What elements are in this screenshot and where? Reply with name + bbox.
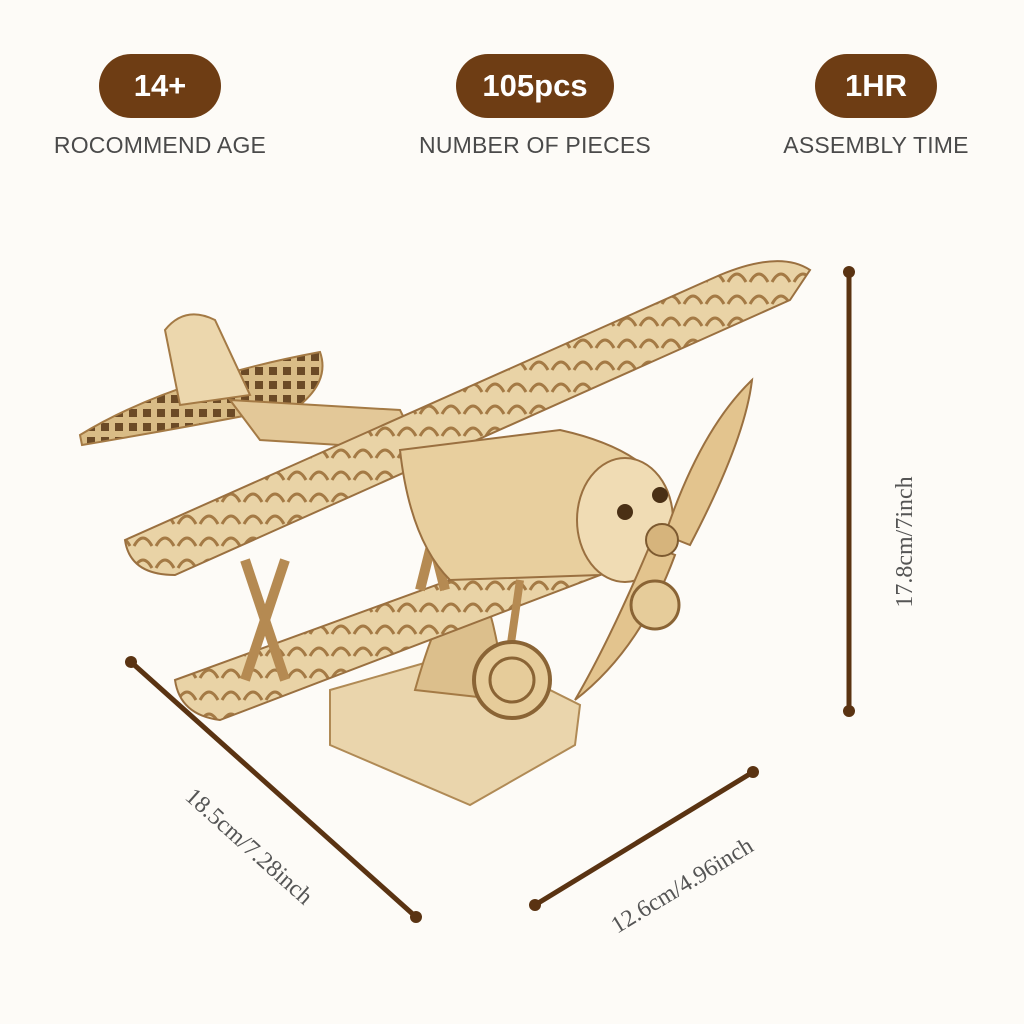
height-dimension: 17.8cm/7inch <box>843 266 918 717</box>
landing-wheels <box>472 579 681 720</box>
time-badge: 1HR <box>815 54 937 118</box>
tail-section <box>78 313 422 452</box>
height-label: 17.8cm/7inch <box>892 476 918 607</box>
age-badge: 14+ <box>99 54 221 118</box>
length-label: 18.5cm/7.28inch <box>180 783 318 910</box>
spec-pieces: 105pcs NUMBER OF PIECES <box>405 54 665 159</box>
spec-time: 1HR ASSEMBLY TIME <box>746 54 1006 159</box>
pieces-label: NUMBER OF PIECES <box>419 132 651 158</box>
biplane-model <box>78 260 812 807</box>
pieces-badge: 105pcs <box>456 54 614 118</box>
age-label: ROCOMMEND AGE <box>53 132 267 158</box>
upper-wing <box>123 260 812 577</box>
width-dimension: 12.6cm/4.96inch <box>529 766 759 939</box>
time-label: ASSEMBLY TIME <box>783 132 969 158</box>
spec-age: 14+ ROCOMMEND AGE <box>30 54 290 159</box>
